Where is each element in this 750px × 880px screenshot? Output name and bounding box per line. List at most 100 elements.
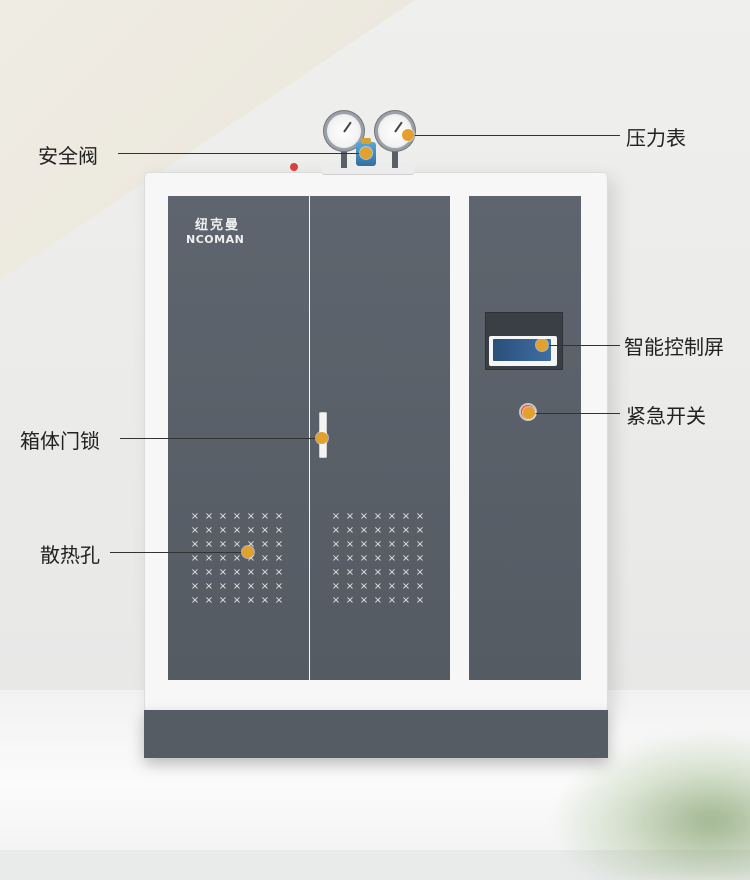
vent-hole-icon: ×: [415, 539, 425, 550]
vent-hole-icon: ×: [345, 567, 355, 578]
callout-door-lock: 箱体门锁: [20, 429, 100, 453]
callout-line: [530, 413, 620, 414]
vent-hole-icon: ×: [204, 595, 214, 606]
vent-hole-icon: ×: [401, 511, 411, 522]
vent-hole-icon: ×: [218, 581, 228, 592]
vent-hole-icon: ×: [190, 567, 200, 578]
vent-hole-icon: ×: [401, 539, 411, 550]
gauge-pipe: [341, 150, 347, 168]
top-plate: [322, 166, 414, 174]
vent-hole-icon: ×: [190, 581, 200, 592]
vent-hole-icon: ×: [387, 581, 397, 592]
vent-hole-icon: ×: [232, 567, 242, 578]
pressure-gauge-icon: [327, 114, 361, 148]
vent-hole-icon: ×: [260, 539, 270, 550]
vent-hole-icon: ×: [331, 567, 341, 578]
vent-hole-icon: ×: [359, 581, 369, 592]
vent-hole-icon: ×: [260, 567, 270, 578]
vent-hole-icon: ×: [387, 567, 397, 578]
vent-hole-icon: ×: [359, 525, 369, 536]
vent-hole-icon: ×: [331, 539, 341, 550]
vent-hole-icon: ×: [190, 595, 200, 606]
vent-hole-icon: ×: [274, 581, 284, 592]
vent-hole-icon: ×: [373, 553, 383, 564]
vent-hole-icon: ×: [387, 553, 397, 564]
vent-hole-icon: ×: [246, 567, 256, 578]
vent-hole-icon: ×: [331, 581, 341, 592]
vent-hole-icon: ×: [415, 581, 425, 592]
vent-hole-icon: ×: [218, 539, 228, 550]
vent-hole-icon: ×: [373, 511, 383, 522]
vent-hole-icon: ×: [218, 525, 228, 536]
vent-hole-icon: ×: [274, 595, 284, 606]
vent-hole-icon: ×: [260, 525, 270, 536]
vent-hole-icon: ×: [401, 595, 411, 606]
vent-hole-icon: ×: [190, 511, 200, 522]
vent-hole-icon: ×: [274, 525, 284, 536]
brand-logo-en: NCOMAN: [186, 233, 245, 246]
door-middle: [310, 196, 450, 680]
vent-hole-icon: ×: [232, 581, 242, 592]
callout-dot: [242, 546, 254, 558]
vent-hole-icon: ×: [218, 567, 228, 578]
vent-hole-icon: ×: [204, 581, 214, 592]
vent-hole-icon: ×: [232, 525, 242, 536]
vent-hole-icon: ×: [232, 553, 242, 564]
callout-line: [408, 135, 620, 136]
vent-hole-icon: ×: [401, 581, 411, 592]
callout-line: [118, 153, 366, 154]
vent-hole-icon: ×: [359, 567, 369, 578]
callout-dot: [523, 407, 535, 419]
callout-dot: [316, 432, 328, 444]
cabinet-base: [144, 710, 608, 758]
vent-hole-icon: ×: [246, 581, 256, 592]
callout-vent-holes: 散热孔: [40, 543, 100, 567]
vent-hole-icon: ×: [274, 553, 284, 564]
callout-dot: [536, 339, 548, 351]
vent-hole-icon: ×: [190, 525, 200, 536]
vent-hole-icon: ×: [246, 595, 256, 606]
vent-hole-icon: ×: [373, 581, 383, 592]
vent-hole-icon: ×: [204, 525, 214, 536]
callout-control-screen: 智能控制屏: [624, 335, 724, 359]
vent-hole-icon: ×: [401, 525, 411, 536]
vent-hole-icon: ×: [232, 595, 242, 606]
callout-safety-valve: 安全阀: [38, 144, 98, 168]
vent-hole-icon: ×: [359, 539, 369, 550]
vent-hole-icon: ×: [246, 525, 256, 536]
vent-hole-icon: ×: [218, 595, 228, 606]
vent-grid-middle: ××××××××××××××××××××××××××××××××××××××××…: [329, 510, 427, 608]
vent-hole-icon: ×: [204, 539, 214, 550]
vent-hole-icon: ×: [246, 539, 256, 550]
brand-logo-cn: 纽克曼: [195, 218, 241, 233]
callout-dot: [402, 129, 414, 141]
vent-hole-icon: ×: [415, 525, 425, 536]
vent-hole-icon: ×: [232, 539, 242, 550]
vent-hole-icon: ×: [415, 553, 425, 564]
callout-emergency-switch: 紧急开关: [626, 404, 706, 428]
vent-hole-icon: ×: [274, 539, 284, 550]
vent-hole-icon: ×: [260, 595, 270, 606]
vent-grid-left: × × × × × × × × × × × × × × × × × × × × × × × × × × × × × × × × × × × × × × × ×…: [188, 510, 286, 608]
door-right: [469, 196, 581, 680]
vent-hole-icon: ×: [331, 595, 341, 606]
vent-hole-icon: ×: [345, 511, 355, 522]
vent-hole-icon: ×: [387, 539, 397, 550]
vent-hole-icon: ×: [218, 553, 228, 564]
vent-hole-icon: ×: [260, 581, 270, 592]
vent-hole-icon: ×: [190, 539, 200, 550]
vent-hole-icon: ×: [345, 525, 355, 536]
vent-hole-icon: ×: [204, 567, 214, 578]
vent-hole-icon: ×: [359, 595, 369, 606]
vent-hole-icon: ×: [359, 553, 369, 564]
vent-hole-icon: ×: [373, 539, 383, 550]
vent-hole-icon: ×: [415, 567, 425, 578]
vent-hole-icon: ×: [345, 539, 355, 550]
vent-hole-icon: ×: [331, 511, 341, 522]
vent-hole-icon: ×: [232, 511, 242, 522]
vent-hole-icon: ×: [387, 595, 397, 606]
vent-hole-icon: ×: [415, 595, 425, 606]
vent-hole-icon: ×: [373, 595, 383, 606]
vent-hole-icon: ×: [260, 553, 270, 564]
vent-hole-icon: ×: [190, 553, 200, 564]
